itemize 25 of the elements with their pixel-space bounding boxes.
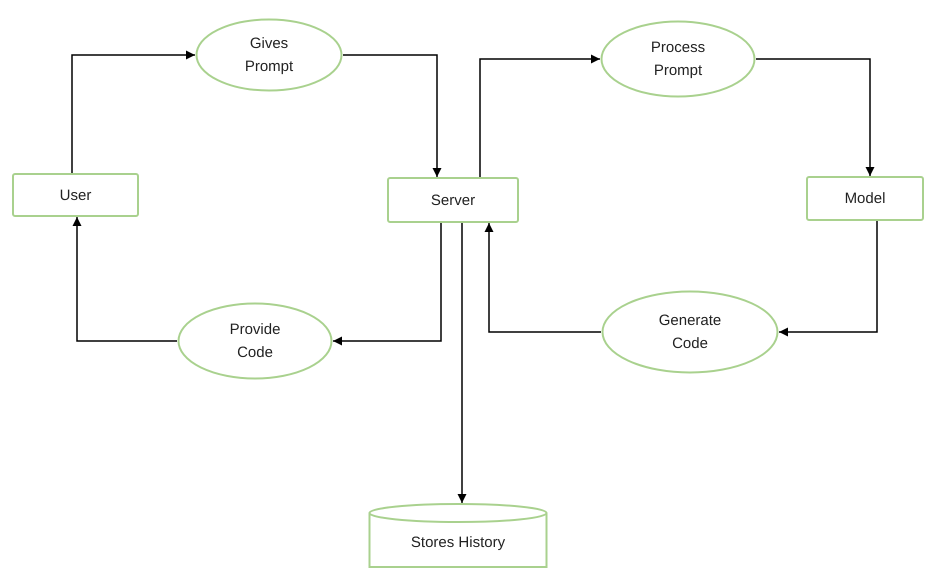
node-label: Gives Prompt: [244, 34, 294, 77]
node-label: Stores History: [410, 533, 506, 553]
arrow: [479, 54, 600, 177]
process-box: [387, 177, 519, 223]
arrow: [333, 223, 442, 346]
arrow: [484, 223, 601, 333]
process-box: [12, 173, 139, 217]
node-label: Process Prompt: [650, 38, 706, 81]
arrow: [756, 58, 874, 176]
node-label: Generate Code: [658, 311, 722, 354]
process-ellipse: [600, 20, 756, 98]
arrow: [779, 221, 878, 336]
database-cylinder: [368, 503, 548, 568]
node-label: Provide Code: [228, 320, 282, 363]
node-label: Server: [430, 190, 476, 210]
arrow: [72, 217, 177, 342]
process-ellipse: [195, 18, 343, 92]
arrow: [343, 54, 442, 177]
process-ellipse: [177, 302, 333, 380]
node-label: Model: [844, 189, 886, 209]
node-label: User: [60, 186, 92, 206]
arrow: [458, 223, 466, 503]
process-box: [806, 176, 924, 221]
process-ellipse: [601, 290, 779, 374]
arrow: [71, 50, 195, 173]
